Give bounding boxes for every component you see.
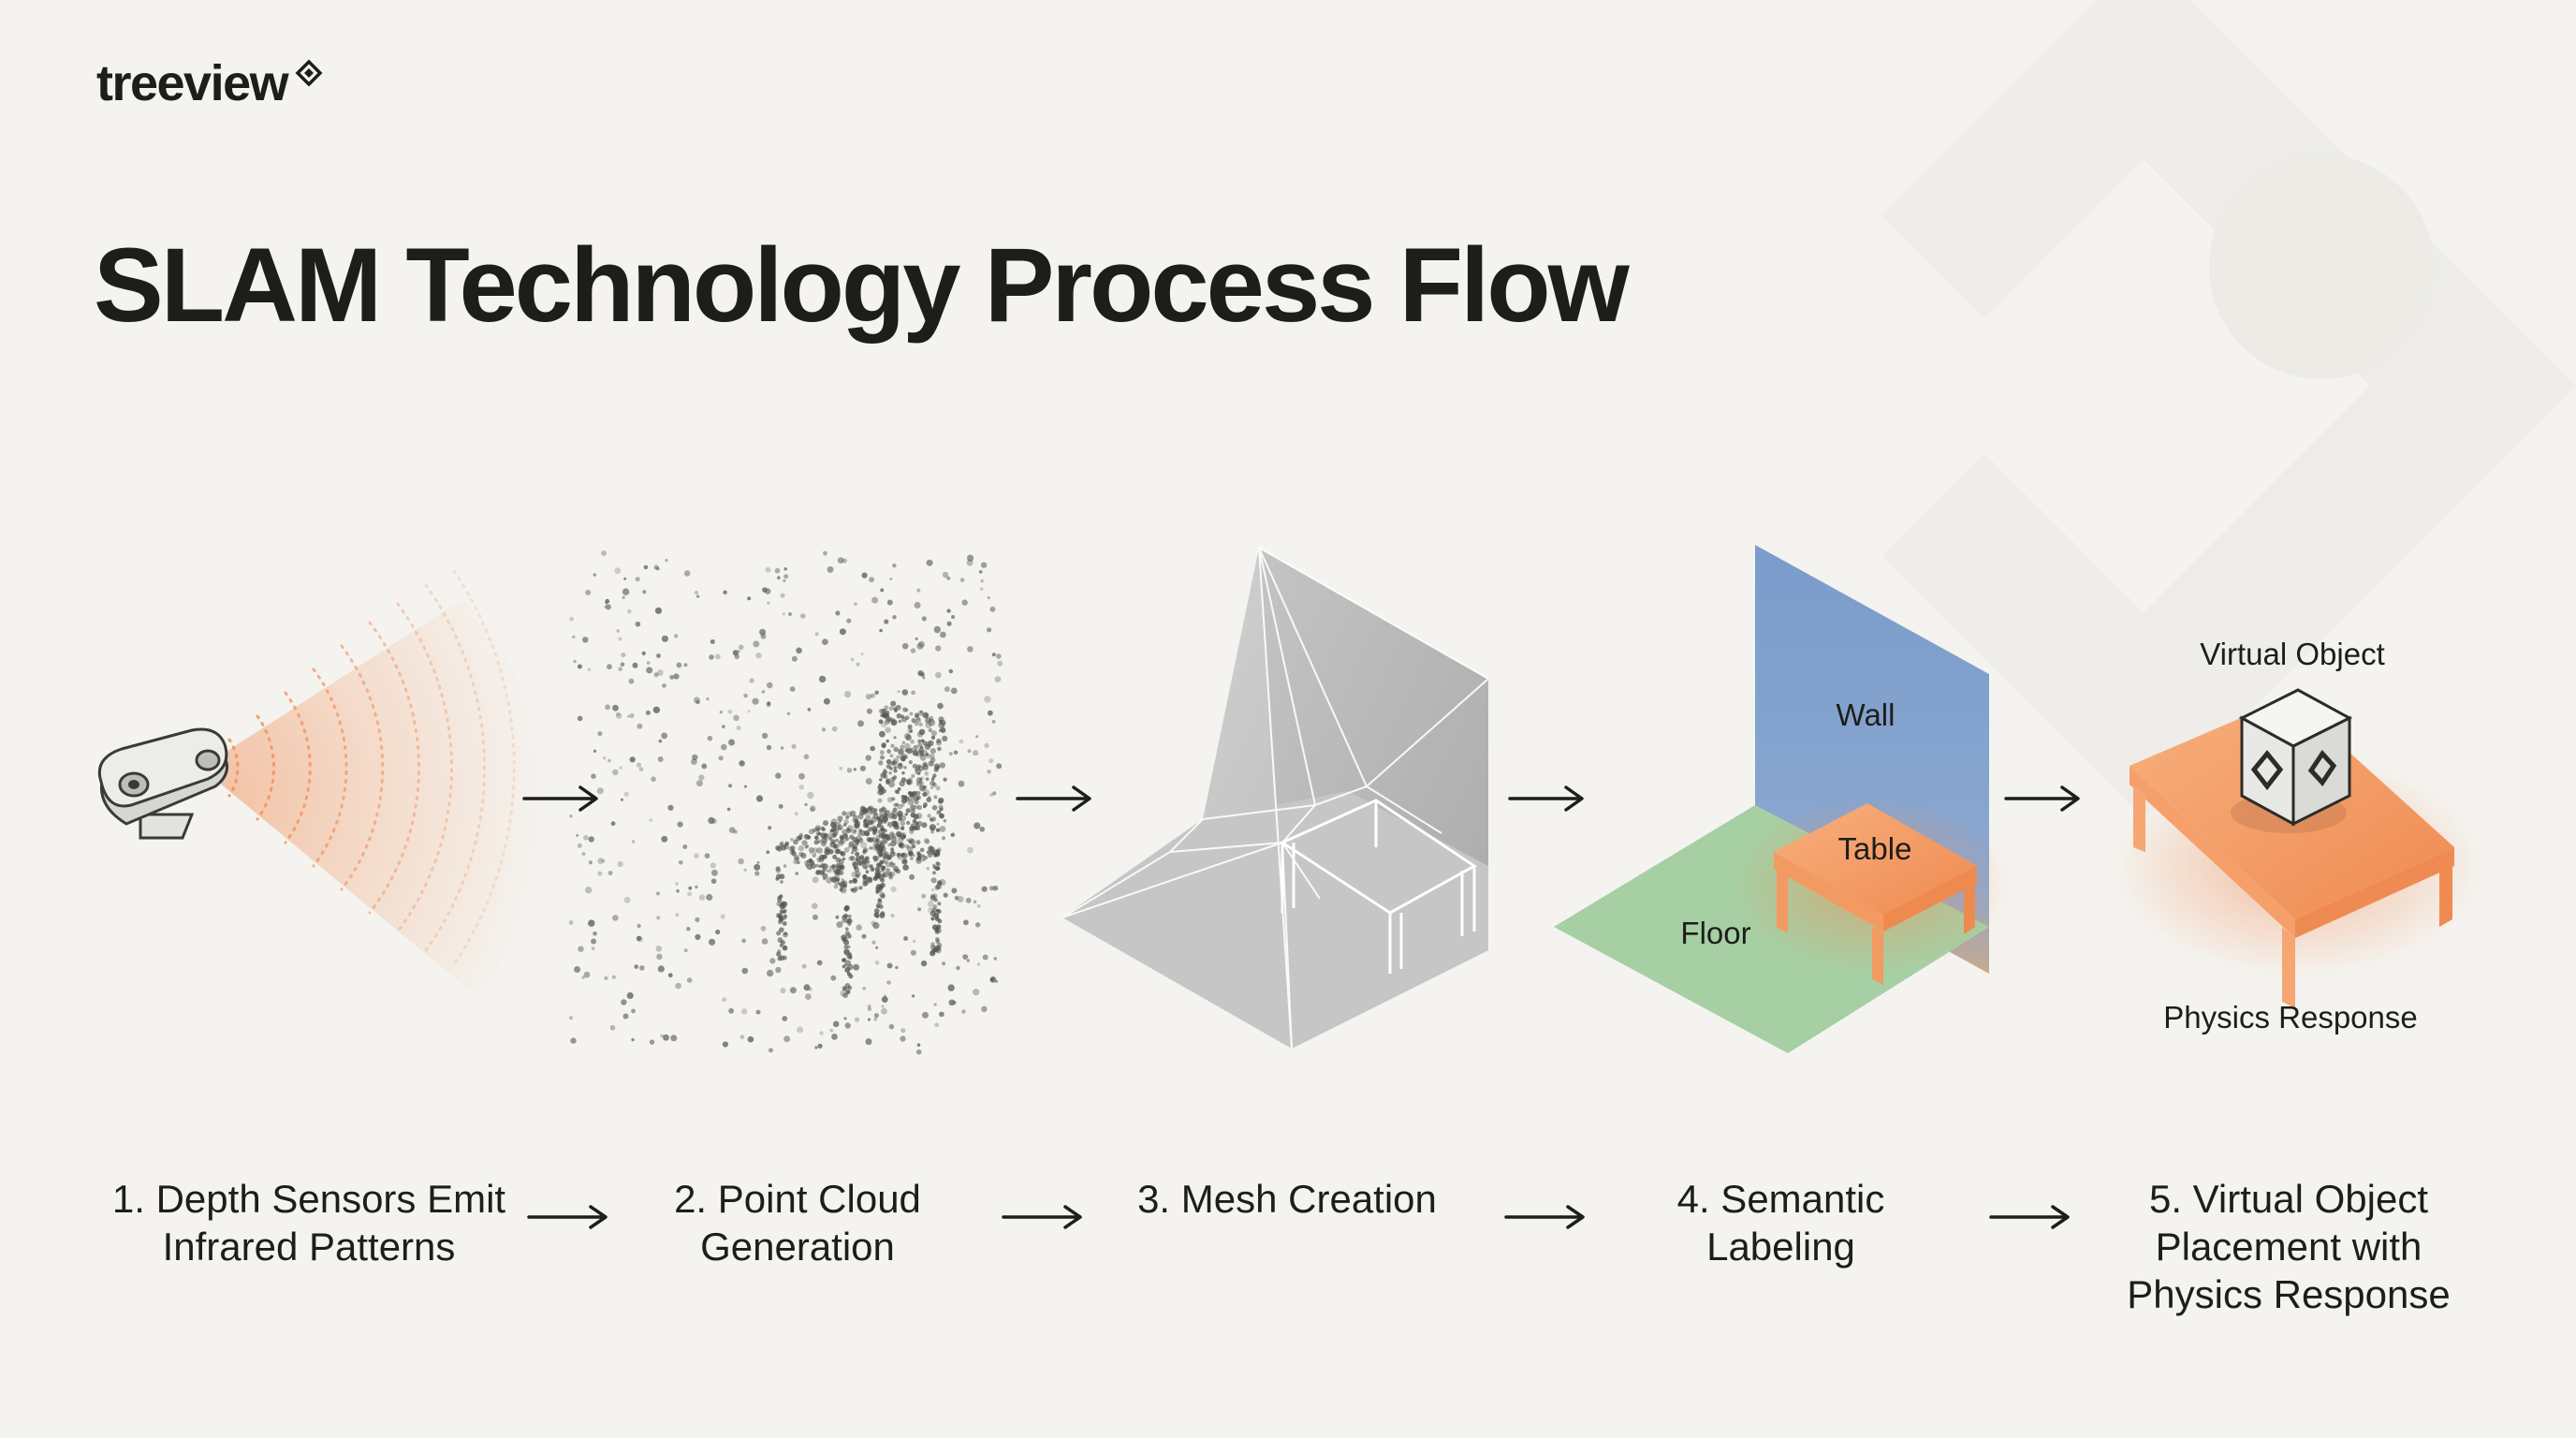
upper-flow-arrows bbox=[522, 785, 2080, 812]
depth-sensor-illustration bbox=[97, 569, 547, 997]
virtual-object-cube-icon bbox=[2238, 688, 2353, 827]
brand-logo: treeview bbox=[96, 54, 323, 112]
table-label: Table bbox=[1838, 831, 1912, 866]
step-label-4: 4. Semantic Labeling bbox=[1676, 1177, 1885, 1269]
arrow-right-icon bbox=[1504, 1205, 1585, 1229]
step-label-5: 5. Virtual Object Placement with Physics… bbox=[2127, 1177, 2451, 1316]
step-label-2: 2. Point Cloud Generation bbox=[674, 1177, 921, 1269]
diamond-logo-icon bbox=[295, 59, 323, 87]
arrow-right-icon bbox=[1002, 1205, 1082, 1229]
infrared-wave-arcs bbox=[227, 569, 516, 966]
mesh-table-wireframe bbox=[1279, 799, 1477, 974]
arrow-right-icon bbox=[522, 785, 598, 812]
mesh-room bbox=[1061, 547, 1489, 1049]
step-label-3: 3. Mesh Creation bbox=[1137, 1177, 1437, 1221]
labeled-table bbox=[1774, 803, 1977, 985]
arrow-right-icon bbox=[2004, 785, 2080, 812]
floor-label: Floor bbox=[1680, 916, 1750, 950]
page-title: SLAM Technology Process Flow bbox=[94, 227, 1630, 344]
physics-response-label: Physics Response bbox=[2163, 1000, 2417, 1034]
point-cloud-chair bbox=[568, 550, 1003, 1055]
depth-sensor-icon bbox=[97, 727, 228, 840]
mesh-wireframe bbox=[1061, 547, 1489, 1049]
arrow-right-icon bbox=[527, 1205, 607, 1229]
arrow-right-icon bbox=[1016, 785, 1091, 812]
virtual-object-scene bbox=[2111, 688, 2485, 1008]
wall-label: Wall bbox=[1837, 697, 1895, 732]
arrow-right-icon bbox=[1989, 1205, 2070, 1229]
brand-name: treeview bbox=[96, 55, 289, 111]
virtual-object-label: Virtual Object bbox=[2200, 637, 2384, 671]
arrow-right-icon bbox=[1508, 785, 1584, 812]
step-label-1: 1. Depth Sensors Emit Infrared Patterns bbox=[111, 1177, 506, 1269]
labeled-room bbox=[1554, 545, 2012, 1053]
